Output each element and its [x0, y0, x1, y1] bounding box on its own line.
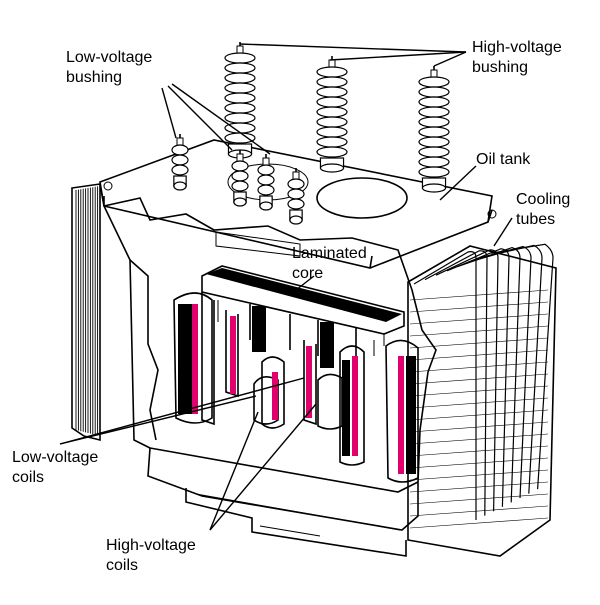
low-voltage-bushing-label: Low-voltage bushing	[66, 48, 152, 88]
cooling-tube	[435, 249, 499, 512]
low-voltage-coils-line1: Low-voltage	[12, 449, 99, 466]
cooling-tube	[424, 250, 488, 516]
low-voltage-bushings	[171, 134, 305, 225]
oil-tank	[99, 139, 497, 557]
lv-bushing-2	[231, 150, 249, 207]
cooling-tube	[479, 244, 543, 494]
high-voltage-bushing-label: High-voltage bushing	[472, 38, 562, 78]
cooling-tube	[413, 251, 477, 520]
cooling-tubes-label: Cooling tubes	[516, 190, 570, 230]
low-voltage-bushing-line2: bushing	[66, 69, 123, 86]
low-voltage-coils-label: Low-voltage coils	[12, 448, 98, 488]
high-voltage-coils-line2: coils	[106, 557, 139, 574]
cooling-tubes-line1: Cooling	[516, 191, 571, 208]
high-voltage-bushings	[224, 42, 450, 193]
laminated-core-line1: Laminated	[292, 245, 367, 262]
lv-bushing-1	[171, 134, 189, 191]
lv-bushing-3	[257, 154, 275, 211]
lv-bushing-4	[287, 168, 305, 225]
cooling-tubes-line2: tubes	[516, 211, 556, 228]
hv-bushing-right	[418, 66, 450, 193]
laminated-core-line2: core	[292, 265, 324, 282]
laminated-core-label: Laminated core	[292, 244, 367, 284]
high-voltage-bushing-line2: bushing	[472, 59, 529, 76]
low-voltage-bushing-line1: Low-voltage	[66, 49, 153, 66]
coils	[173, 292, 419, 483]
right-cooling-tubes	[407, 243, 557, 557]
cooling-tube	[457, 246, 521, 503]
cooling-tube	[468, 245, 532, 499]
high-voltage-coils-line1: High-voltage	[106, 537, 196, 554]
low-voltage-coils-line2: coils	[12, 469, 45, 486]
oil-tank-label: Oil tank	[476, 150, 530, 170]
hv-bushing-left	[224, 42, 256, 159]
high-voltage-coils-label: High-voltage coils	[106, 536, 196, 576]
hv-bushing-middle	[316, 56, 348, 173]
left-cooling-tubes	[71, 183, 101, 442]
oil-tank-line1: Oil tank	[476, 151, 531, 168]
high-voltage-bushing-line1: High-voltage	[472, 39, 562, 56]
leader-lines	[59, 43, 513, 531]
cooling-tube	[490, 243, 554, 490]
